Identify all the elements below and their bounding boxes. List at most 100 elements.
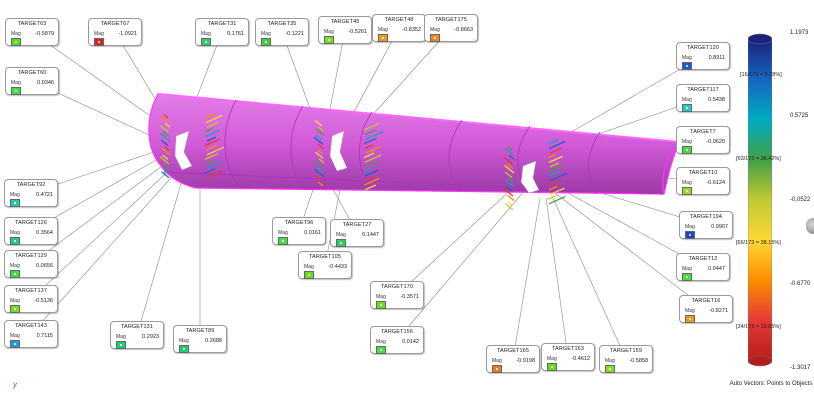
vector-arrow (162, 154, 169, 160)
swatch-dot (308, 274, 310, 276)
vector-arrow (548, 196, 566, 205)
callout-target-name: TARGET12 (688, 256, 718, 262)
color-swatch (605, 365, 615, 373)
leader-line-target163 (545, 197, 569, 358)
vector-arrow (548, 170, 561, 177)
swatch-dot (14, 202, 16, 204)
callout-magnitude-value: -0.1221 (285, 31, 304, 37)
vector-arrow (314, 119, 323, 127)
callout-mag-label: Mag (179, 338, 189, 344)
color-swatch (278, 237, 288, 245)
callout-mag-label: Mag (11, 80, 21, 86)
callout-magnitude-value: -0.5136 (34, 298, 53, 304)
vector-arrow (507, 146, 513, 151)
leader-line-target12 (547, 181, 704, 268)
callout-mag-label: Mag (94, 31, 104, 37)
vector-arrow (204, 113, 216, 119)
swatch-dot (328, 39, 330, 41)
vector-arrow (204, 168, 216, 174)
callout-mag-label: Mag (376, 294, 386, 300)
swatch-dot (265, 41, 267, 43)
color-swatch (685, 315, 695, 323)
callout-target-name: TARGET117 (687, 87, 719, 93)
color-swatch (430, 34, 440, 42)
callout-magnitude-value: 0.7115 (36, 333, 53, 339)
callout-magnitude-value: 0.0346 (37, 80, 54, 86)
vector-arrow (313, 136, 324, 145)
callout-mag-label: Mag (10, 192, 20, 198)
swatch-dot (205, 41, 207, 43)
vector-arrow (503, 156, 513, 165)
vector-arrow (317, 143, 325, 150)
fuselage-shell[interactable] (148, 93, 681, 195)
vector-arrow (507, 201, 513, 206)
vector-arrow (549, 162, 560, 168)
callout-mag-label: Mag (685, 308, 695, 314)
swatch-dot (14, 308, 16, 310)
callout-target-name: TARGET48 (384, 17, 414, 23)
callout-target-name: TARGET129 (15, 253, 47, 259)
vector-arrow (364, 184, 377, 191)
view-rotate-handle[interactable] (806, 218, 814, 234)
swatch-dot (380, 349, 382, 351)
vector-arrow (314, 168, 325, 178)
vector-arrow (205, 159, 215, 165)
callout-mag-label: Mag (682, 266, 692, 272)
callout-target-name: TARGET89 (185, 328, 215, 334)
callout-magnitude-value: -0.8663 (454, 27, 473, 33)
legend-tick-1: 0.5725 (790, 113, 809, 119)
leader-line-target16 (545, 185, 707, 310)
callout-target-name: TARGET16 (691, 298, 721, 304)
legend-range-4: [34/173 = 19.65%] (736, 324, 781, 330)
callout-target-name: TARGET143 (15, 323, 47, 329)
callout-target-name: TARGET67 (100, 21, 130, 27)
fuselage-bottom-edge (163, 171, 665, 195)
swatch-dot (686, 190, 688, 192)
color-swatch (547, 363, 557, 371)
vector-arrow (548, 155, 563, 163)
callout-magnitude-value: -0.5879 (35, 31, 54, 37)
callout-mag-label: Mag (682, 139, 692, 145)
vector-arrow (363, 152, 375, 159)
color-swatch (11, 87, 21, 95)
swatch-dot (686, 107, 688, 109)
callout-magnitude-value: 0.2923 (142, 334, 159, 340)
callout-magnitude-value: 0.1447 (362, 232, 379, 238)
callout-mag-label: Mag (685, 224, 695, 230)
callout-mag-label: Mag (261, 31, 271, 37)
legend-color-bar[interactable] (748, 33, 772, 368)
swatch-dot (689, 234, 691, 236)
vector-arrow (206, 146, 225, 156)
